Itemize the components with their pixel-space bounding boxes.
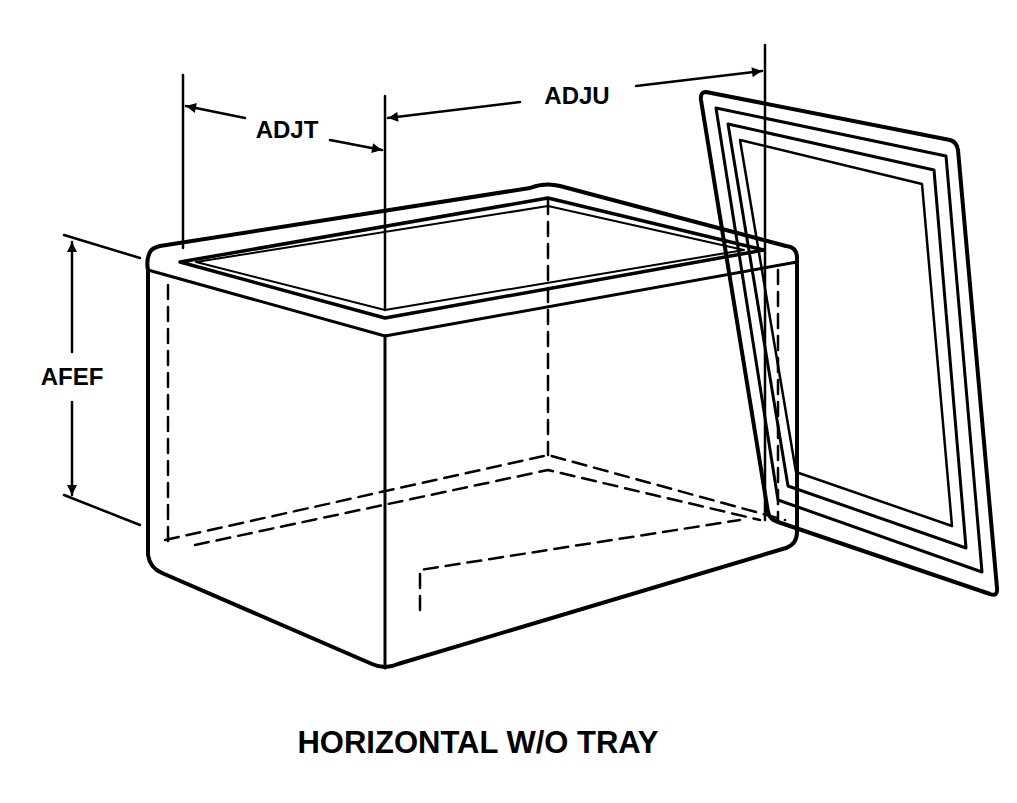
dimension-label: ADJT (253, 117, 322, 143)
box-body (147, 184, 797, 668)
lid (701, 92, 997, 595)
dimension-label: AFEF (38, 364, 107, 390)
figure-caption: HORIZONTAL W/O TRAY (294, 726, 661, 760)
dimension-lines (64, 45, 765, 525)
dimension-label: ADJU (541, 83, 612, 109)
hidden-lines (165, 200, 785, 610)
